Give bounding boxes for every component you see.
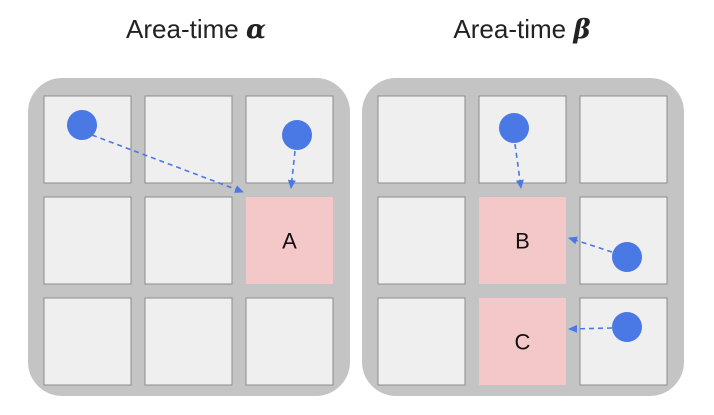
cell-label: A — [282, 229, 297, 254]
dashed-arrow — [568, 324, 613, 333]
dashed-arrow — [514, 143, 524, 189]
blue-dot — [499, 113, 529, 143]
grid-cell-highlighted — [479, 298, 566, 385]
grid-cell-highlighted — [479, 197, 566, 284]
blue-dot — [67, 110, 97, 140]
blue-dot — [612, 312, 642, 342]
panel-title-alpha: Area-time α — [66, 14, 326, 45]
grid-cell-highlighted — [246, 197, 333, 284]
panel-title-symbol: α — [245, 15, 266, 45]
cell-label: B — [515, 229, 530, 254]
grid-cell — [144, 196, 233, 285]
grid-cell — [43, 297, 132, 386]
dashed-arrow — [287, 150, 296, 189]
blue-dot — [282, 120, 312, 150]
grid-cell — [43, 95, 132, 184]
blue-dot — [612, 242, 642, 272]
grid-cell — [245, 297, 334, 386]
panel-title-symbol: β — [573, 15, 591, 45]
panel-title-text: Area-time — [126, 14, 246, 44]
grid-cell — [579, 95, 668, 184]
cell-label: C — [515, 330, 531, 355]
grid-cell — [144, 95, 233, 184]
panel-title-beta: Area-time β — [392, 14, 652, 45]
panel-title-text: Area-time — [453, 14, 574, 44]
grid-cell — [377, 95, 466, 184]
dashed-arrow — [568, 236, 613, 253]
grid-cell — [144, 297, 233, 386]
grid-cell — [377, 196, 466, 285]
grid-cell — [377, 297, 466, 386]
grid-cell — [43, 196, 132, 285]
